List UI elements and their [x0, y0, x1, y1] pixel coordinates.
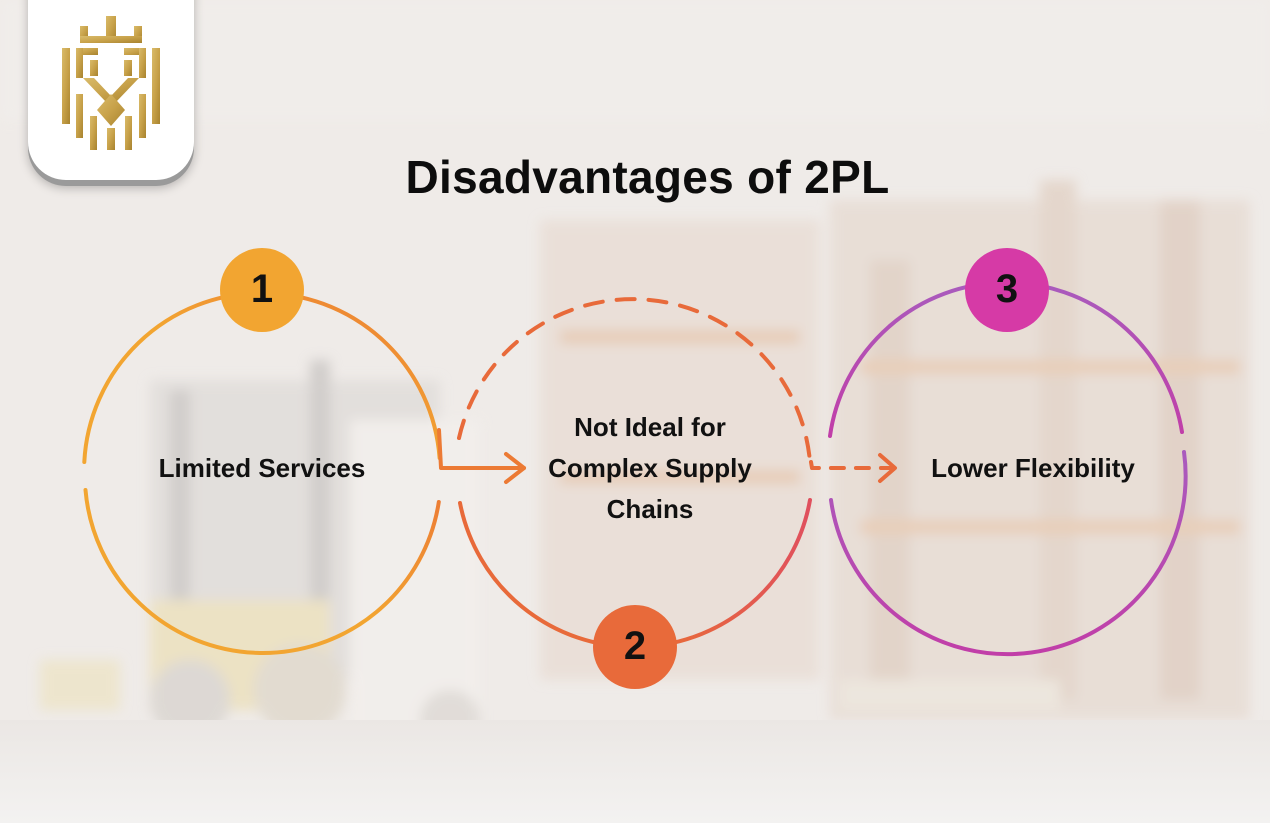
- arrow-step1-to-step2: [437, 428, 526, 484]
- step-2-badge: [593, 605, 677, 689]
- step-3-badge: [965, 248, 1049, 332]
- brand-logo-card: [28, 0, 194, 180]
- step-2-label-line-2: Complex Supply: [548, 453, 752, 483]
- arrow-step2-to-step3: [809, 453, 897, 483]
- step-2-label-line-1: Not Ideal for: [574, 412, 726, 442]
- step-3-label: Lower Flexibility: [931, 453, 1135, 483]
- step-1-badge: [220, 248, 304, 332]
- step-1-label: Limited Services: [158, 453, 366, 483]
- step-2-number: 2: [623, 624, 647, 668]
- page-title: Disadvantages of 2PL: [405, 151, 890, 203]
- step-2-label: Not Ideal for Complex Supply Chains: [500, 407, 800, 530]
- step-1-number: 1: [250, 267, 274, 311]
- step-3-number: 3: [995, 267, 1019, 311]
- crown-shield-logo-icon: [62, 16, 160, 150]
- step-2-label-line-3: Chains: [606, 494, 694, 524]
